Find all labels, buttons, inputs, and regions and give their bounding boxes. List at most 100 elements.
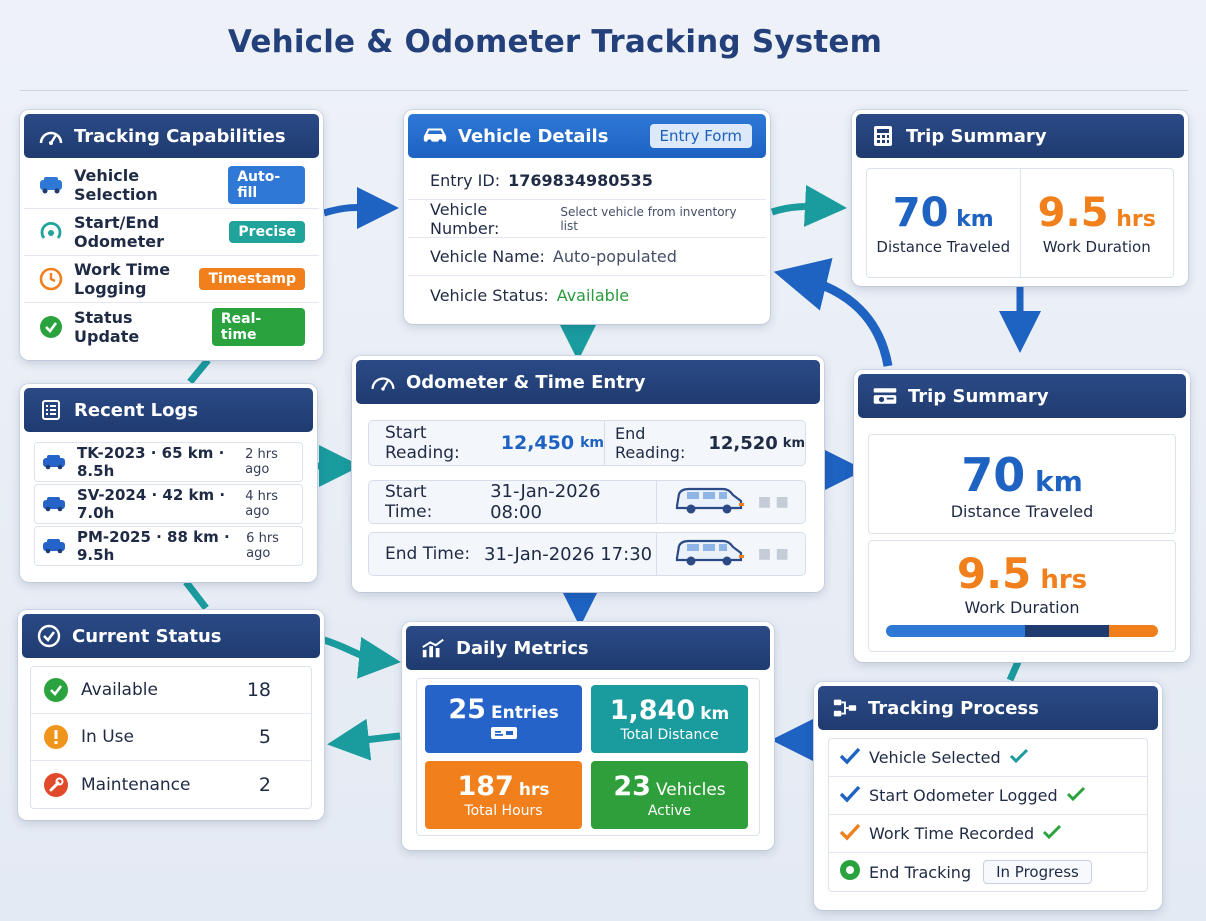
capability-badge: Timestamp [199,268,305,290]
detail-label: Vehicle Name: [430,247,545,266]
start-time-value: 31-Jan-2026 08:00 [490,481,601,523]
arrow-details-to-trip [770,184,847,227]
log-text: PM-2025 · 88 km · 9.5h [77,528,230,564]
capability-badge: Precise [229,221,305,243]
distance-stat: 70 km Distance Traveled [868,434,1176,534]
duration-value: 9.5 [956,549,1032,598]
end-time-row[interactable]: End Time: 31-Jan-2026 17:30 ■ ■ [368,532,806,576]
log-time-ago: 4 hrs ago [245,489,279,519]
status-label: Maintenance [81,774,191,795]
log-text: TK-2023 · 65 km · 8.5h [77,444,225,480]
status-count: 2 [258,773,271,796]
gauge-icon [38,125,64,147]
gauge-icon [370,371,396,393]
car-icon [422,125,448,147]
done-check-icon [1009,748,1029,768]
distance-label: Distance Traveled [950,501,1094,521]
vehicle-number-row[interactable]: Vehicle Number: Select vehicle from inve… [408,200,766,238]
progress-segment-0 [886,625,1025,637]
process-step-end-tracking: End Tracking In Progress [829,853,1147,891]
odometer-icon [38,219,64,245]
log-item[interactable]: PM-2025 · 88 km · 9.5h 6 hrs ago [34,526,303,566]
car-icon [41,533,67,559]
status-count: 18 [246,679,271,701]
log-text: SV-2024 · 42 km · 7.0h [77,486,226,522]
vehicle-number-select[interactable]: Select vehicle from inventory list [560,204,737,233]
capability-label: Work Time Logging [74,260,171,298]
check-circle-icon [36,624,62,648]
checkmark-icon [839,784,861,808]
trip-summary-right-panel: Trip Summary 70 km Distance Traveled 9.5… [854,370,1190,662]
tracking-capabilities-title: Tracking Capabilities [74,125,286,147]
arrow-metrics-to-status [327,718,401,761]
recent-logs-header: Recent Logs [24,388,313,432]
tracking-capabilities-header: Tracking Capabilities [24,114,319,158]
car-icon [41,449,67,475]
process-step-label: Vehicle Selected [869,748,1001,767]
projector-icon [872,385,898,407]
entry-id-value: 1769834980535 [508,171,653,190]
page-title: Vehicle & Odometer Tracking System [227,24,883,60]
status-available: Available 18 [31,667,311,714]
capability-start-end-odometer: Start/End Odometer Precise [24,209,319,256]
vehicle-details-title: Vehicle Details [458,125,609,147]
metric-unit: km [700,704,730,724]
process-step-label: Work Time Recorded [869,824,1035,843]
distance-stat: 70 km Distance Traveled [867,169,1021,277]
entry-id-row: Entry ID: 1769834980535 [408,162,766,200]
dots-icon: ■ ■ [757,546,789,562]
capability-label: Status Update [74,307,140,346]
log-item[interactable]: TK-2023 · 65 km · 8.5h 2 hrs ago [34,442,303,482]
metric-unit: hrs [518,780,550,800]
vehicle-name-value: Auto-populated [552,247,677,266]
status-maintenance: Maintenance 2 [31,761,311,808]
calculator-icon [870,125,896,147]
end-reading-unit: km [782,435,805,451]
done-check-icon [1066,786,1086,806]
van-icon [673,484,745,521]
start-reading-field[interactable]: Start Reading: 12,450 km [369,421,605,465]
daily-metrics-title: Daily Metrics [456,637,589,659]
done-check-icon [1042,824,1062,844]
status-label: In Use [81,727,134,747]
arrow-status-to-metrics [322,636,401,679]
trip-summary-top-panel: Trip Summary 70 km Distance Traveled 9.5… [852,110,1188,286]
end-reading-field[interactable]: End Reading: 12,520 km [605,421,805,465]
end-reading-value: 12,520 [708,432,778,454]
title-divider [20,90,1188,91]
capability-status-update: Status Update Real-time [24,303,319,350]
current-status-title: Current Status [72,625,222,647]
entry-form-badge: Entry Form [649,124,752,148]
start-time-row[interactable]: Start Time: 31-Jan-2026 08:00 ■ ■ [368,480,806,524]
end-time-value: 31-Jan-2026 17:30 [484,543,653,565]
detail-label: Vehicle Status: [430,285,549,305]
metric-value: 1,840 [609,695,696,726]
trip-summary-top-header: Trip Summary [856,114,1184,158]
tracking-process-title: Tracking Process [868,697,1039,719]
odometer-readings-row: Start Reading: 12,450 km End Reading: 12… [368,420,806,466]
distance-unit: km [956,207,994,232]
bar-chart-icon [420,637,446,659]
log-item[interactable]: SV-2024 · 42 km · 7.0h 4 hrs ago [34,484,303,524]
start-reading-unit: km [580,435,604,451]
vehicle-details-header: Vehicle Details Entry Form [408,114,766,158]
progress-segment-2 [1109,625,1158,637]
arrow-caps-to-details [322,186,399,229]
process-step-label: Start Odometer Logged [869,786,1058,805]
trip-summary-top-title: Trip Summary [906,125,1047,147]
duration-stat: 9.5 hrs Work Duration [868,540,1176,652]
duration-label: Work Duration [964,598,1080,617]
detail-label: Entry ID: [430,171,501,190]
distance-value: 70 [892,190,949,236]
process-step-work-time: Work Time Recorded [829,815,1147,853]
start-time-label: Start Time: [385,482,433,522]
metric-active-vehicles: 23 Vehicles Active [591,761,748,829]
recent-logs-title: Recent Logs [74,399,199,421]
current-status-header: Current Status [22,614,320,658]
capability-label: Start/End Odometer [74,213,164,251]
vehicle-name-row: Vehicle Name: Auto-populated [408,238,766,276]
daily-metrics-panel: Daily Metrics 25 Entries 1,840 km Total … [402,622,774,850]
metric-sub: Total Hours [464,803,543,819]
log-time-ago: 2 hrs ago [245,447,278,477]
vehicle-details-panel: Vehicle Details Entry Form Entry ID: 176… [404,110,770,324]
